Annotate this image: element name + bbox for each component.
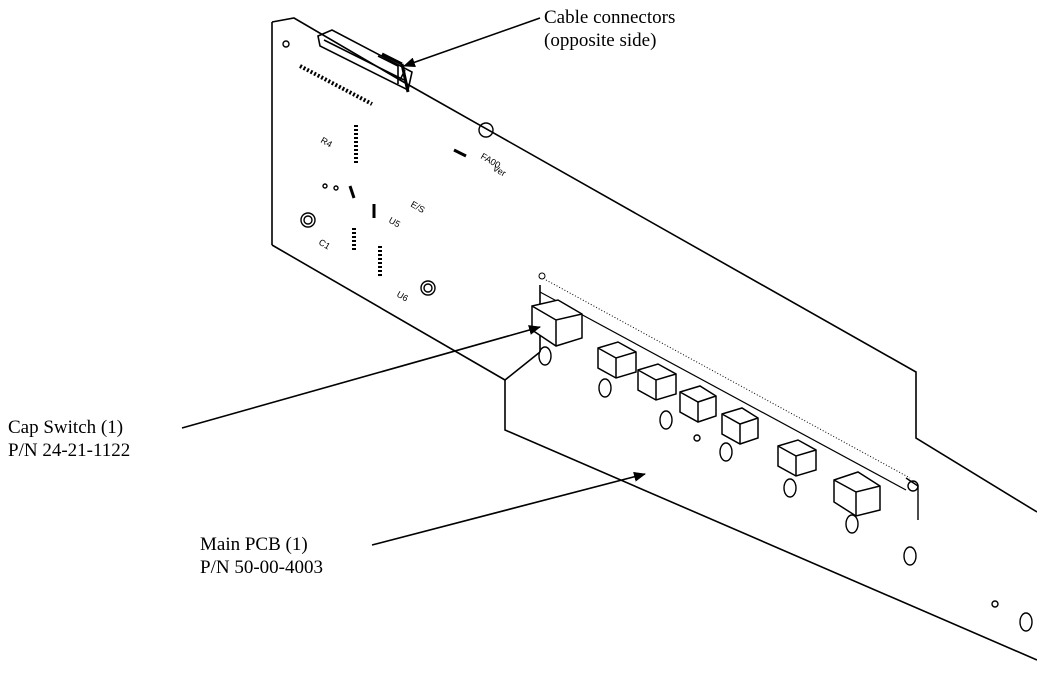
pcb-components — [282, 40, 494, 296]
mount-hole-3 — [478, 122, 494, 138]
arrow-main-pcb — [371, 471, 646, 546]
silk-ref-4: U6 — [395, 289, 410, 303]
mount-hole-top-left — [282, 40, 290, 48]
arrow-cable-connectors — [403, 17, 541, 68]
silk-ref-2: C1 — [317, 237, 332, 251]
callout-cable-connectors-line1: Cable connectors — [544, 7, 676, 28]
board-silkscreen: R4 C1 U5 U6 FA00 Ver E/S — [317, 135, 508, 303]
strip-holes — [538, 346, 1033, 632]
callout-cable-connectors: Cable connectors (opposite side) — [544, 6, 675, 52]
silk-ref-3: U5 — [387, 215, 402, 229]
silk-ref-7: E/S — [409, 199, 427, 215]
cap-switch-5 — [721, 407, 759, 445]
callout-cable-connectors-line2: (opposite side) — [544, 30, 657, 51]
silk-ref-1: R4 — [319, 135, 334, 149]
cable-connector-block — [317, 29, 413, 93]
cap-switch-6 — [777, 439, 817, 477]
callout-main-pcb-line1: Main PCB (1) — [200, 534, 308, 555]
cap-switch-2 — [597, 341, 637, 379]
main-pcb-board — [271, 17, 1037, 661]
cap-switches — [531, 299, 881, 517]
callout-cap-switch-line1: Cap Switch (1) — [8, 417, 124, 438]
switch-rail — [545, 279, 911, 479]
pin-header-row — [299, 64, 373, 106]
callout-cap-switch: Cap Switch (1) P/N 24-21-1122 — [8, 416, 130, 462]
callout-cap-switch-line2: P/N 24-21-1122 — [8, 440, 131, 461]
cap-switch-1 — [531, 299, 583, 347]
mount-hole-2 — [420, 280, 436, 296]
leader-lines — [181, 17, 646, 546]
cap-switch-7 — [833, 471, 881, 517]
callout-main-pcb-line2: P/N 50-00-4003 — [200, 557, 323, 578]
pcb-upper-panel — [271, 17, 1037, 513]
pcb-lower-strip — [504, 380, 1037, 661]
arrow-cap-switch — [181, 325, 541, 429]
mount-hole-1 — [300, 212, 316, 228]
callout-main-pcb: Main PCB (1) P/N 50-00-4003 — [200, 533, 323, 579]
cap-switch-4 — [679, 385, 717, 423]
cap-switch-3 — [637, 363, 677, 401]
